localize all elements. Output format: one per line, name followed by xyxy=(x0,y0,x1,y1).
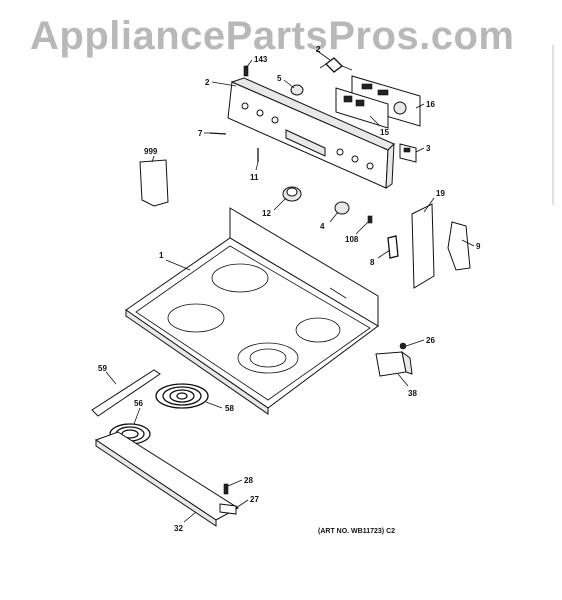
surface-element-large xyxy=(155,383,209,409)
cooktop-glass xyxy=(125,237,379,409)
cooktop-assembly xyxy=(125,207,379,415)
knob-hole xyxy=(256,109,264,117)
callout-26: 26 xyxy=(426,336,435,345)
knob-hole xyxy=(351,155,359,163)
control-board xyxy=(351,75,421,127)
support-top xyxy=(94,431,239,521)
coil-ring xyxy=(162,386,202,406)
support-bar xyxy=(94,431,239,527)
side-trim xyxy=(411,203,435,289)
callout-19: 19 xyxy=(436,189,445,198)
clip-part xyxy=(243,65,249,77)
callout-12: 12 xyxy=(262,209,271,218)
callout-143: 143 xyxy=(254,55,268,64)
switch-housing xyxy=(375,351,407,377)
board-knob xyxy=(393,101,407,115)
switch-part xyxy=(399,143,417,163)
callout-1: 1 xyxy=(159,251,164,260)
board-chip xyxy=(377,89,389,96)
control-panel xyxy=(227,77,395,189)
control-knob xyxy=(282,186,302,202)
manual-booklet xyxy=(139,159,169,207)
callout-3: 3 xyxy=(426,144,431,153)
coil-ring xyxy=(155,383,209,409)
knob-cap xyxy=(286,187,298,197)
overlay-digit xyxy=(355,99,365,107)
end-cap xyxy=(447,221,471,271)
control-panel-side xyxy=(385,142,395,189)
coil-ring xyxy=(169,389,195,403)
coil-ring xyxy=(176,392,188,400)
harness-wires xyxy=(319,63,353,71)
callout-9: 9 xyxy=(476,242,481,251)
wire-harness xyxy=(319,57,353,73)
callout-32: 32 xyxy=(174,524,183,533)
bracket-part xyxy=(387,235,399,259)
callout-38: 38 xyxy=(408,389,417,398)
watermark: AppliancePartsPros.com xyxy=(30,14,515,58)
screw-part xyxy=(209,132,227,135)
burner-ring xyxy=(237,342,299,374)
art-number: (ART NO. WB11723) C2 xyxy=(318,528,395,535)
callout-58: 58 xyxy=(225,404,234,413)
callout-15: 15 xyxy=(380,128,389,137)
callout-999: 999 xyxy=(144,147,158,156)
terminal-block xyxy=(219,503,237,515)
knob-hole xyxy=(336,148,344,156)
burner-ring xyxy=(211,263,269,293)
callout-16: 16 xyxy=(426,100,435,109)
display-overlay xyxy=(335,87,389,129)
cooktop-inner-edge xyxy=(135,245,371,401)
callout-5: 5 xyxy=(277,74,282,83)
callout-4: 4 xyxy=(320,222,325,231)
callout-2-panel: 2 xyxy=(205,78,210,87)
screw-part xyxy=(223,483,229,495)
harness-body xyxy=(325,57,343,73)
infinite-switch xyxy=(375,350,413,377)
switch-terminal xyxy=(403,147,411,153)
board-chip xyxy=(361,83,373,90)
overlay-digit xyxy=(343,95,353,103)
cooktop-front-edge xyxy=(125,309,269,415)
switch-body xyxy=(399,143,417,163)
callout-56: 56 xyxy=(134,399,143,408)
knob-hole xyxy=(271,116,279,124)
switch-side xyxy=(401,350,413,375)
callout-108: 108 xyxy=(345,235,359,244)
knob-hole xyxy=(366,162,374,170)
small-knob xyxy=(290,84,304,96)
callout-11: 11 xyxy=(250,173,259,182)
cooktop-logo xyxy=(329,287,347,299)
knob-hole xyxy=(241,102,249,110)
callout-28: 28 xyxy=(244,476,253,485)
burner-ring xyxy=(295,317,341,343)
screw-part xyxy=(399,342,407,350)
burner-ring xyxy=(167,303,225,333)
burner-ring-inner xyxy=(249,348,287,368)
callout-2-harness: 2 xyxy=(316,45,321,54)
callout-27: 27 xyxy=(250,495,259,504)
leader-lines xyxy=(105,49,475,523)
callout-7: 7 xyxy=(198,129,203,138)
support-edge xyxy=(95,439,217,527)
callout-59: 59 xyxy=(98,364,107,373)
control-knob-small xyxy=(334,201,350,215)
callout-8: 8 xyxy=(370,258,375,267)
spring-clip xyxy=(367,215,373,224)
burner-bracket xyxy=(91,369,161,417)
callout-labels: 143 2 2 5 16 15 7 3 999 11 12 4 108 19 9… xyxy=(98,45,481,535)
display-window xyxy=(285,129,326,157)
